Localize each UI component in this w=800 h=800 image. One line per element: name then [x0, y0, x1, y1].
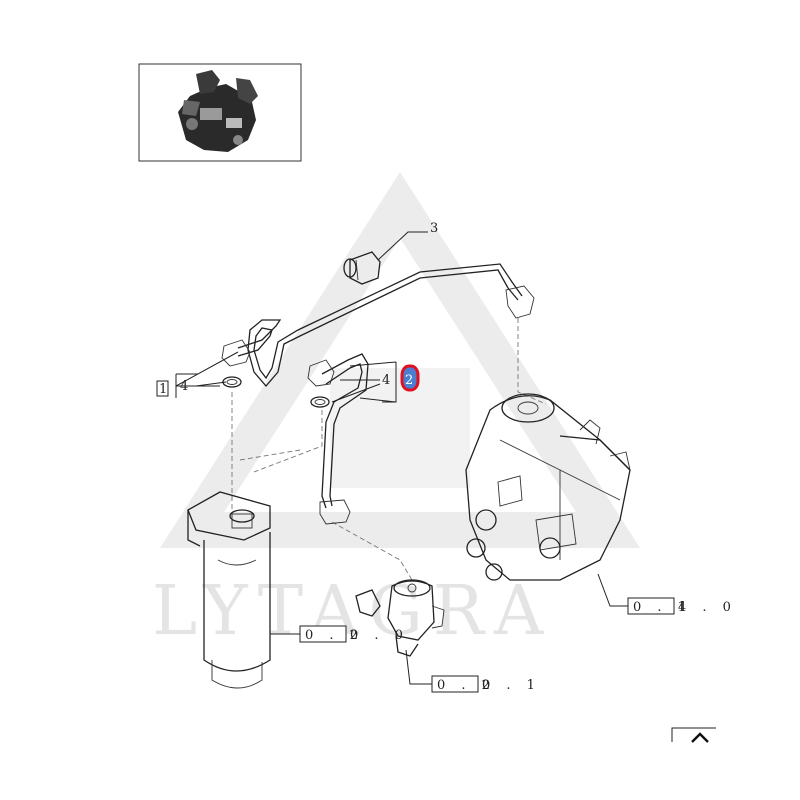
- assembly-guide-lines: [231, 318, 547, 581]
- reference-injection-pump[interactable]: 0 . 1 4 . 0: [627, 597, 737, 615]
- reference-fuel-filter-boxed: 0 . 2: [305, 628, 364, 643]
- reference-feed-pump-boxed: 0 . 2: [437, 678, 496, 693]
- fuel-pipe-lower[interactable]: [307, 353, 369, 525]
- nav-up-button[interactable]: [671, 727, 716, 743]
- callout-item-2-label: 2: [405, 373, 413, 388]
- callout-item-4-left[interactable]: 4: [180, 379, 188, 394]
- fuel-pipe-upper[interactable]: [221, 263, 535, 387]
- callout-item-2-highlight[interactable]: 2: [400, 364, 420, 392]
- chevron-up-icon: [691, 732, 709, 743]
- reference-fuel-filter[interactable]: 0 . 2 0 . 0: [299, 625, 409, 643]
- callout-item-4-right[interactable]: 4: [382, 373, 390, 388]
- fuel-filter[interactable]: [187, 491, 271, 689]
- reference-feed-pump-rest: 0 . 1: [482, 678, 541, 693]
- callout-item-1[interactable]: 1: [156, 380, 169, 397]
- callout-item-3[interactable]: 3: [430, 221, 438, 236]
- watermark: LYTAGRA: [152, 172, 640, 651]
- reference-fuel-filter-rest: 0 . 0: [350, 628, 409, 643]
- reference-injection-pump-boxed: 0 . 1: [633, 600, 692, 615]
- callout-item-1-label: 1: [159, 382, 167, 397]
- engine-thumbnail[interactable]: [138, 63, 302, 162]
- feed-pump[interactable]: [355, 579, 445, 657]
- reference-injection-pump-rest: 4 . 0: [678, 600, 737, 615]
- washer-right[interactable]: [310, 396, 330, 408]
- watermark-text: LYTAGRA: [152, 572, 553, 651]
- engine-thumbnail-icon: [178, 70, 258, 152]
- banjo-bolt-item-3[interactable]: [343, 251, 381, 285]
- leader-lines: [175, 231, 628, 685]
- reference-feed-pump[interactable]: 0 . 2 0 . 1: [431, 675, 541, 693]
- injection-pump[interactable]: [465, 393, 631, 581]
